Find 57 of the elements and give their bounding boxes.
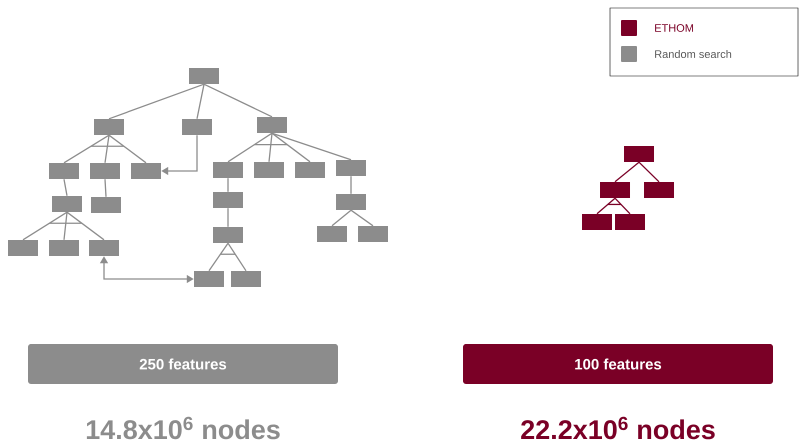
tree-edge bbox=[63, 212, 68, 240]
legend-label: Random search bbox=[655, 50, 732, 58]
tree-edge bbox=[614, 198, 630, 214]
tree-node bbox=[49, 163, 79, 179]
tree-edge bbox=[596, 198, 616, 214]
tree-edge bbox=[228, 132, 272, 162]
tree-edge bbox=[196, 84, 205, 119]
tree-node bbox=[94, 119, 124, 135]
tree-edge bbox=[204, 84, 272, 118]
tree-node bbox=[336, 194, 366, 210]
node-count: 22.2x10$^{6}$ nodes bbox=[521, 416, 715, 440]
feature-bar: 250 features bbox=[28, 344, 338, 384]
node-count: 14.8x10$^{6}$ nodes bbox=[86, 416, 280, 440]
tree-node bbox=[615, 214, 645, 230]
tree-node bbox=[231, 271, 261, 287]
tree-node bbox=[8, 240, 38, 256]
tree-edge bbox=[208, 242, 229, 272]
tree-edge bbox=[104, 179, 107, 197]
tree-node bbox=[189, 68, 219, 84]
tree-edge bbox=[332, 210, 352, 226]
tree-node bbox=[182, 119, 212, 135]
tree-node bbox=[213, 192, 243, 208]
tree-edge bbox=[268, 133, 273, 162]
feature-bar: 100 features bbox=[463, 344, 773, 384]
tree-node bbox=[213, 227, 243, 243]
tree-node bbox=[358, 226, 388, 242]
tree-edge bbox=[66, 212, 104, 240]
tree-node bbox=[91, 197, 121, 213]
tree-node bbox=[49, 240, 79, 256]
tree-node bbox=[257, 117, 287, 133]
tree-edge bbox=[350, 210, 374, 226]
tree-node bbox=[600, 182, 630, 198]
tree-edge bbox=[108, 134, 146, 164]
tree-edge bbox=[227, 208, 229, 227]
tree-node bbox=[624, 146, 654, 162]
tree-edge bbox=[272, 132, 310, 162]
tree-node bbox=[582, 214, 612, 230]
tree-edge bbox=[614, 162, 640, 182]
tree-edge bbox=[227, 178, 229, 192]
legend-label: ETHOM bbox=[655, 24, 694, 32]
tree-edge bbox=[63, 179, 68, 196]
tree-edge bbox=[638, 162, 660, 182]
tree-edge bbox=[108, 84, 204, 120]
tree-edge bbox=[272, 132, 352, 160]
tree-edge bbox=[227, 242, 247, 272]
tree-node bbox=[336, 160, 366, 176]
tree-edge bbox=[64, 134, 110, 164]
tree-node bbox=[317, 226, 347, 242]
tree-node bbox=[213, 162, 243, 178]
tree-node bbox=[52, 196, 82, 212]
tree-node bbox=[644, 182, 674, 198]
tree-node bbox=[295, 162, 325, 178]
tree-node bbox=[90, 163, 120, 179]
tree-edge bbox=[22, 212, 68, 240]
tree-edge bbox=[350, 176, 352, 194]
tree-edge bbox=[104, 135, 110, 163]
tree-node bbox=[254, 162, 284, 178]
